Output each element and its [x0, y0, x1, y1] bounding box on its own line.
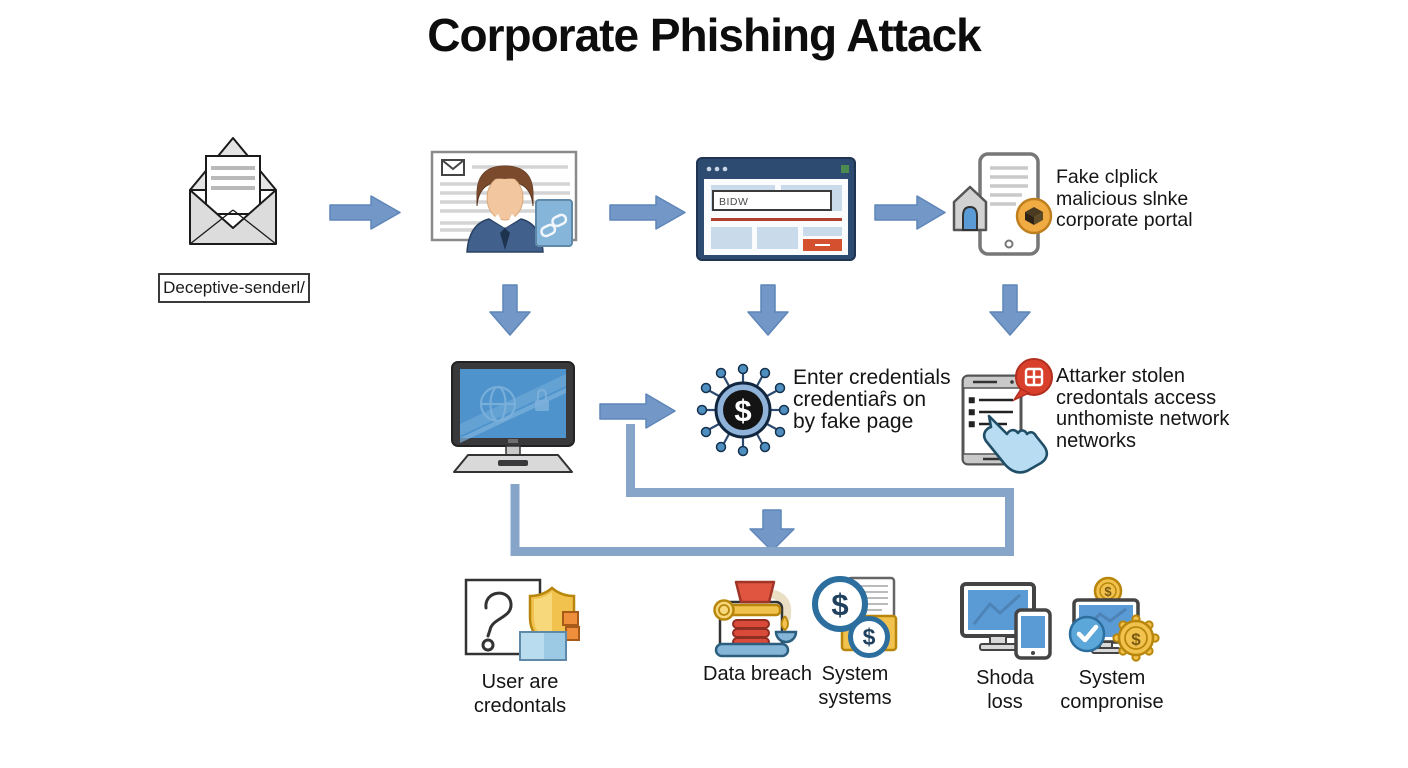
attacker-access-icon [961, 358, 1053, 474]
arrow-down-merge [749, 509, 795, 552]
arrow-right-1 [329, 195, 401, 230]
outcome-loss-label: Shoda loss [976, 667, 1034, 713]
arrow-right-4 [599, 393, 676, 429]
svg-text:$: $ [863, 624, 876, 650]
attacker-caption: Attarker stolen credontals access unthom… [1056, 365, 1230, 452]
hand-cursor-icon [982, 414, 1049, 474]
stolen-credentials-icon [464, 578, 580, 661]
data-box-icon [519, 631, 567, 661]
arrow-down-1 [489, 284, 531, 336]
deceptive-sender-label: Deceptive-senderl/ [158, 273, 310, 303]
login-input-field [712, 190, 832, 211]
dollar-coin-small-icon: $ [848, 616, 890, 658]
link-card-icon [535, 199, 573, 247]
outcome-breach-label: Data breach [703, 663, 812, 685]
login-input-text: BIDW [719, 196, 748, 208]
open-envelope-icon [189, 137, 277, 245]
lock-icon [535, 388, 549, 411]
svg-text:$: $ [1131, 630, 1141, 649]
compromised-computer-icon [451, 361, 575, 473]
alert-bubble-icon [1011, 358, 1053, 402]
gear-coin-icon: $ [1112, 614, 1160, 662]
outcome-credentials-label: User are credontals [473, 671, 567, 717]
check-circle-icon [1068, 615, 1106, 653]
svg-text:$: $ [831, 587, 848, 622]
financial-systems-icon: $ $ [812, 576, 898, 658]
page-title: Corporate Phishing Attack [427, 9, 981, 61]
data-loss-icon [960, 582, 1052, 660]
outcome-systems-label: System systems [818, 663, 892, 709]
mail-glyph-icon [441, 159, 465, 176]
system-compromise-icon: $ $ [1068, 576, 1160, 662]
secure-home-icon [952, 185, 988, 232]
data-breach-icon [713, 580, 798, 658]
credential-harvest-icon: $ [696, 363, 790, 457]
tablet-icon [1014, 608, 1052, 660]
arrow-right-2 [609, 195, 686, 230]
dollar-glyph: $ [734, 393, 751, 428]
arrow-right-3 [874, 195, 946, 230]
arrow-down-3 [989, 284, 1031, 336]
arrow-down-2 [747, 284, 789, 336]
person-icon [466, 165, 544, 253]
portal-caption: Fake clplick malicious slnke corporate p… [1056, 166, 1193, 231]
browser-badge-icon [841, 165, 849, 173]
email-recipient-icon [430, 150, 578, 253]
globe-icon [479, 385, 517, 423]
svg-text:$: $ [1104, 584, 1112, 599]
merge-connector [510, 424, 1014, 556]
portal-badge-icon [1015, 197, 1053, 235]
credentials-caption: Enter credentials credentiaȓs on by fake… [793, 366, 951, 433]
fake-login-browser-icon: BIDW [696, 157, 856, 261]
corporate-portal-icon [952, 152, 1053, 256]
coin-icon [713, 599, 735, 621]
dollar-coin-large-icon: $ [812, 576, 868, 632]
outcome-compromise-label: System compronise [1060, 667, 1164, 713]
